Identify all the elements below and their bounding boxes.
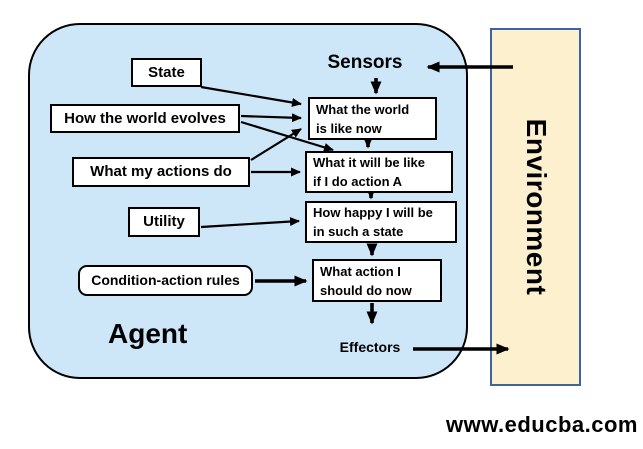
- node-action-a-line2: if I do action A: [313, 174, 403, 189]
- node-happy-line2: in such a state: [313, 224, 404, 239]
- node-utility-label: Utility: [143, 213, 185, 231]
- node-state: State: [131, 58, 202, 87]
- node-action-now-line1: What action I: [320, 263, 401, 279]
- educba-watermark: www.educba.com: [445, 412, 638, 437]
- node-what-action-should-do: What action I should do now: [312, 259, 442, 302]
- node-what-my-actions-do-label: What my actions do: [90, 163, 232, 181]
- node-how-happy-i-will-be: How happy I will be in such a state: [305, 201, 457, 243]
- effectors-label: Effectors: [339, 339, 401, 355]
- node-how-world-evolves-label: How the world evolves: [64, 109, 226, 127]
- node-how-world-evolves: How the world evolves: [50, 104, 240, 133]
- node-action-now-line2: should do now: [320, 282, 412, 298]
- node-world-now-line1: What the world: [316, 101, 410, 117]
- node-utility: Utility: [128, 207, 200, 237]
- node-what-world-is-like-now: What the world is like now: [308, 97, 437, 140]
- node-world-now-line2: is like now: [316, 120, 382, 136]
- agent-label: Agent: [108, 318, 188, 349]
- node-what-it-will-be-like: What it will be like if I do action A: [305, 151, 453, 193]
- node-what-my-actions-do: What my actions do: [72, 157, 250, 187]
- node-happy-line1: How happy I will be: [313, 205, 433, 220]
- environment-label: Environment: [520, 118, 552, 296]
- sensors-label: Sensors: [327, 52, 403, 73]
- node-state-label: State: [148, 63, 185, 81]
- node-action-a-line1: What it will be like: [313, 155, 425, 170]
- node-condition-action-rules: Condition-action rules: [78, 265, 253, 296]
- node-condition-action-rules-label: Condition-action rules: [91, 272, 240, 289]
- environment-box: Environment: [490, 28, 581, 386]
